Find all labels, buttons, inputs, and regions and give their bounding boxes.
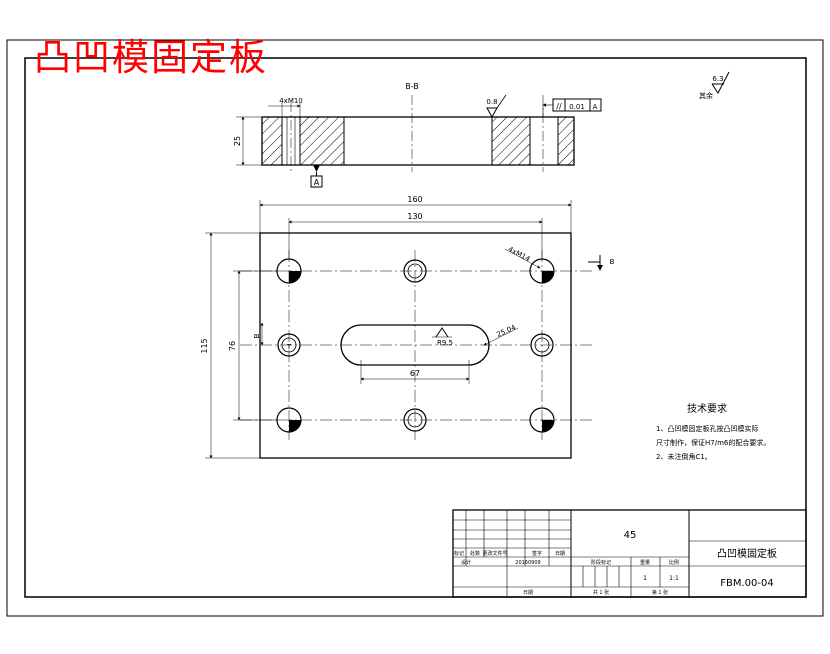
tb-designer-label: 设计	[461, 559, 471, 566]
section-mark: B	[610, 258, 615, 266]
datum-a-box	[310, 175, 323, 188]
tb-date-value: 20160909	[515, 560, 540, 566]
dim-height-outer: 115	[200, 338, 209, 353]
hole-bottom-right	[529, 407, 555, 433]
tb-drawing-no: FBM.00-04	[720, 578, 773, 589]
tb-row-label-1: 标记	[454, 550, 464, 557]
notes-heading: 技术要求	[687, 402, 727, 415]
notes-line2: 尺寸制作，保证H7/m6的配合要求。	[656, 438, 770, 447]
tb-row-label-4: 签字	[532, 550, 542, 557]
plan-view: 160 130 115 76 B	[200, 195, 615, 459]
dim-holes-4: 4xM14	[507, 245, 532, 263]
tb-row-label-5: 日期	[555, 551, 565, 557]
tb-scale-label: 比例	[669, 559, 679, 566]
tb-qty-value: 1	[643, 575, 647, 582]
tb-scale-value: 1:1	[669, 575, 679, 582]
hole-bottom-left	[276, 407, 302, 433]
dim-width-inner: 130	[407, 212, 422, 221]
dim-slot-length: 67	[410, 369, 420, 378]
tb-weight-label: 重量	[640, 559, 650, 566]
dim-thickness: 25	[233, 136, 242, 146]
section-view: B-B 4xM10 25 A 0.8	[233, 82, 602, 188]
pin-hole-top	[403, 259, 427, 283]
section-label: B-B	[405, 82, 419, 91]
hatch-right-a	[491, 116, 531, 166]
technical-notes: 技术要求 1、凸凹模固定板孔按凸凹模实际 尺寸制作，保证H7/m6的配合要求。 …	[656, 402, 770, 461]
datum-a-text: A	[314, 178, 320, 187]
page-title: 凸凹模固定板	[34, 36, 268, 79]
tb-stage-label: 阶段标记	[591, 559, 611, 566]
outer-border	[6, 39, 824, 617]
tb-row-label-3: 更改文件号	[482, 550, 507, 557]
roughness-other: 6.3 其余	[699, 71, 730, 100]
tb-sheets-label: 共 1 张	[593, 589, 609, 596]
tolerance-symbol: //	[556, 102, 562, 111]
notes-line3: 2、未注倒角C1。	[656, 452, 712, 461]
tb-sheet-label: 第 1 张	[652, 589, 668, 596]
roughness-other-label: 其余	[699, 91, 713, 100]
tb-material: 45	[624, 530, 637, 541]
dim-half: B	[253, 333, 261, 338]
roughness-top: 0.8	[486, 98, 497, 106]
inner-border	[24, 57, 807, 598]
hole-top-left	[276, 258, 302, 284]
dim-height-inner: 76	[228, 341, 237, 351]
tolerance-frame	[552, 98, 602, 112]
title-block: 标记 处数 更改文件号 签字 日期 设计 20160909 日期 45 阶段标记…	[452, 509, 807, 598]
center-mark: T	[286, 343, 292, 351]
roughness-other-value: 6.3	[712, 75, 723, 83]
tb-part-name: 凸凹模固定板	[717, 547, 777, 560]
hatch-right-b	[557, 116, 575, 166]
pin-hole-bottom	[403, 408, 427, 432]
dim-slot-radius: R9.5	[437, 339, 453, 347]
pin-hole-right	[530, 333, 554, 357]
dim-width-outer: 160	[407, 195, 422, 204]
section-outline	[261, 116, 575, 166]
hole-top-right	[529, 258, 555, 284]
tb-row-label-2: 处数	[470, 550, 480, 557]
plate-outline	[259, 232, 572, 459]
tolerance-datum: A	[593, 103, 598, 111]
hatch-left-b	[299, 116, 345, 166]
dim-slot-width: 25.04	[495, 323, 517, 339]
dim-hole-top: 4xM10	[279, 97, 303, 105]
tb-approve-label: 日期	[523, 590, 533, 596]
notes-line1: 1、凸凹模固定板孔按凸凹模实际	[656, 424, 758, 433]
tolerance-value: 0.01	[569, 103, 585, 111]
pin-hole-left	[277, 333, 301, 357]
hatch-left-a	[261, 116, 283, 166]
